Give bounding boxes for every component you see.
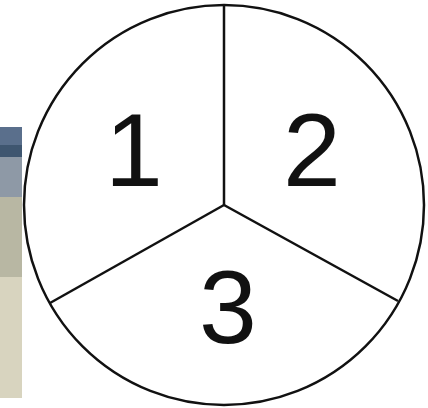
divider-line [50, 205, 224, 303]
pie-circle [24, 5, 424, 405]
sector-number: 3 [199, 255, 257, 359]
divider-line [223, 5, 226, 205]
sector-number: 2 [283, 98, 341, 202]
photo-fragment [0, 127, 22, 398]
sector-number: 1 [105, 98, 163, 202]
